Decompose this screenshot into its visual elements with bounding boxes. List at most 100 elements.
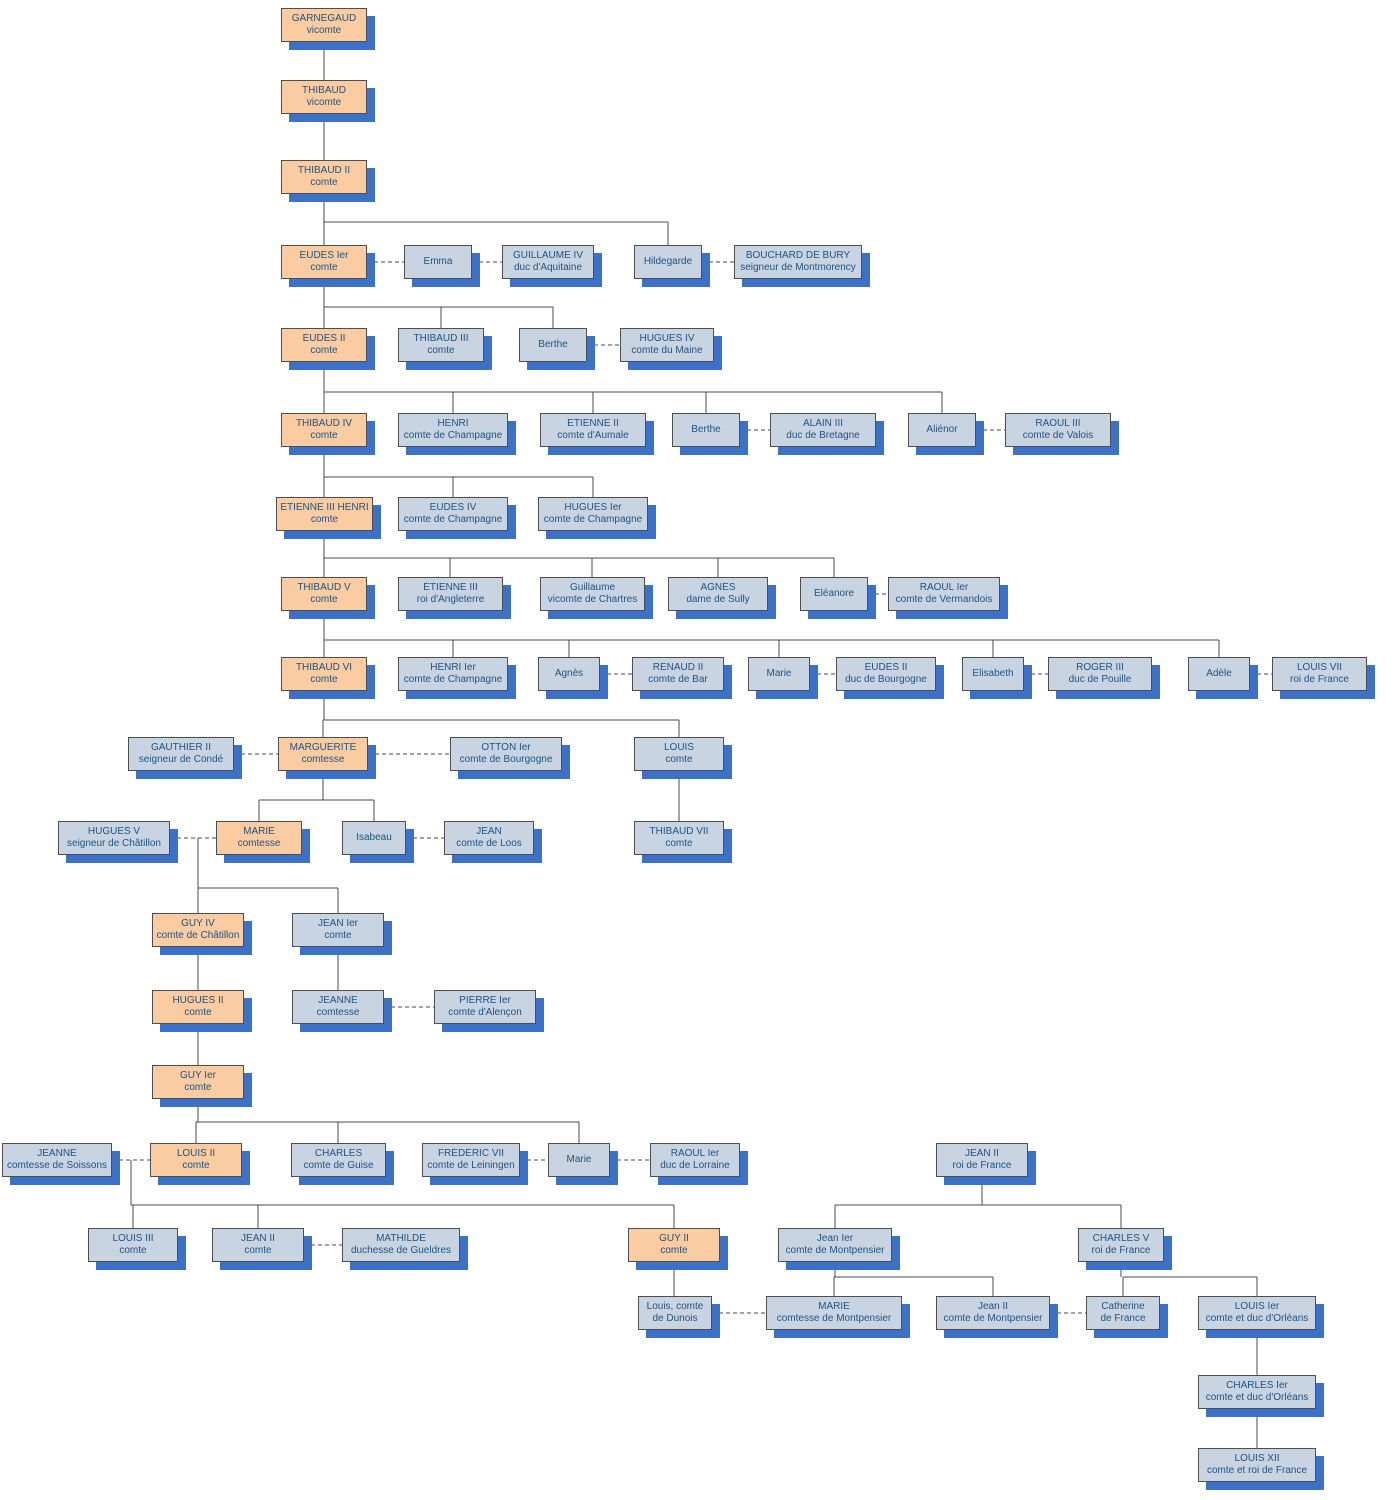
node-charles5[interactable]: CHARLES V roi de France [1078,1228,1164,1262]
node-jeanne-comtesse[interactable]: JEANNE comtesse [292,990,384,1024]
person-title: comte de Bar [648,674,708,685]
node-renaud2[interactable]: RENAUD II comte de Bar [632,657,724,691]
node-eudes2-bourgogne[interactable]: EUDES II duc de Bourgogne [836,657,936,691]
node-thibaud6[interactable]: THIBAUD VI comte [281,657,367,691]
node-jean-loos[interactable]: JEAN comte de Loos [444,821,534,855]
node-hildegarde[interactable]: Hildegarde [634,245,702,279]
node-louis-dunois[interactable]: Louis, comte de Dunois [638,1296,712,1330]
node-raoul1-vermandois[interactable]: RAOUL Ier comte de Vermandois [888,577,1000,611]
person-title: comte de Leiningen [427,1160,515,1171]
node-louis1-orleans[interactable]: LOUIS Ier comte et duc d'Orléans [1198,1296,1316,1330]
person-name: GUY II [659,1233,689,1244]
node-mathilde[interactable]: MATHILDE duchesse de Gueldres [342,1228,460,1262]
node-marie-comtesse[interactable]: MARIE comtesse [216,821,302,855]
node-eudes1[interactable]: EUDES Ier comte [281,245,367,279]
node-marie-montpensier[interactable]: MARIE comtesse de Montpensier [766,1296,902,1330]
person-name: EUDES Ier [299,250,349,261]
node-eudes2[interactable]: EUDES II comte [281,328,367,362]
node-hugues2[interactable]: HUGUES II comte [152,990,244,1024]
node-adele[interactable]: Adèle [1188,657,1250,691]
person-title: comte [324,930,352,941]
node-etienne3[interactable]: ÉTIENNE III roi d'Angleterre [398,577,503,611]
person-title: comte de Bourgogne [459,754,553,765]
node-louis2[interactable]: LOUIS II comte [150,1143,242,1177]
node-guy1[interactable]: GUY Ier comte [152,1065,244,1099]
person-name: ÉTIENNE III [423,582,478,593]
person-title: comte de Champagne [403,514,503,525]
node-raoul1-lorraine[interactable]: RAOUL Ier duc de Lorraine [650,1143,740,1177]
node-jean2-france[interactable]: JEAN II roi de France [936,1143,1028,1177]
node-roger3[interactable]: ROGER III duc de Pouille [1048,657,1152,691]
node-etienne2[interactable]: ETIENNE II comte d'Aumale [540,413,646,447]
node-eleanore[interactable]: Eléanore [800,577,868,611]
node-marguerite[interactable]: MARGUERITE comtesse [278,737,368,771]
node-thibaud3[interactable]: THIBAUD III comte [398,328,484,362]
node-berthe1[interactable]: Berthe [519,328,587,362]
node-louis3[interactable]: LOUIS III comte [88,1228,178,1262]
node-henri[interactable]: HENRI comte de Champagne [398,413,508,447]
node-guy2[interactable]: GUY II comte [628,1228,720,1262]
node-elisabeth[interactable]: Elisabeth [962,657,1024,691]
node-pierre1[interactable]: PIERRE Ier comte d'Alençon [434,990,536,1024]
node-jeanne-soissons[interactable]: JEANNE comtesse de Soissons [2,1143,112,1177]
node-agnes-sully[interactable]: AGNÈS dame de Sully [668,577,768,611]
node-alain3[interactable]: ALAIN III duc de Bretagne [770,413,876,447]
node-jean1-comte[interactable]: JEAN Ier comte [292,913,384,947]
node-etienne3henri[interactable]: ETIENNE III HENRI comte [276,497,373,531]
node-gauthier2[interactable]: GAUTHIER II seigneur de Condé [128,737,234,771]
node-isabeau[interactable]: Isabeau [342,821,406,855]
node-hugues5[interactable]: HUGUES V seigneur de Châtillon [58,821,170,855]
person-title: comte de Guise [303,1160,374,1171]
node-eudes4[interactable]: EUDES IV comte de Champagne [398,497,508,531]
node-bouchard[interactable]: BOUCHARD DE BURY seigneur de Montmorency [734,245,862,279]
node-marie1[interactable]: Marie [748,657,810,691]
node-thibaud[interactable]: THIBAUD vicomte [281,80,367,114]
person-title: duc de Lorraine [660,1160,730,1171]
person-name: THIBAUD V [297,582,351,593]
node-jean2-montpensier[interactable]: Jean II comte de Montpensier [936,1296,1050,1330]
node-raoul3[interactable]: RAOUL III comte de Valois [1005,413,1111,447]
node-alienor[interactable]: Aliénor [908,413,976,447]
node-guy4[interactable]: GUY IV comte de Châtillon [152,913,244,947]
node-guillaume4[interactable]: GUILLAUME IV duc d'Aquitaine [502,245,594,279]
person-name: Hildegarde [643,256,693,267]
person-title: comte [310,674,338,685]
node-thibaud4[interactable]: THIBAUD IV comte [281,413,367,447]
node-hugues1[interactable]: HUGUES Ier comte de Champagne [538,497,648,531]
node-agnes[interactable]: Agnès [538,657,600,691]
person-name: FRÉDÉRIC VII [437,1148,505,1159]
node-marie2[interactable]: Marie [548,1143,610,1177]
person-name: ROGER III [1076,662,1124,673]
person-title: roi de France [1091,1245,1151,1256]
node-frederic7[interactable]: FRÉDÉRIC VII comte de Leiningen [422,1143,520,1177]
node-henri1[interactable]: HENRI Ier comte de Champagne [398,657,508,691]
node-emma[interactable]: Emma [404,245,472,279]
node-louis7[interactable]: LOUIS VII roi de France [1272,657,1367,691]
node-guillaume[interactable]: Guillaume vicomte de Chartres [540,577,645,611]
node-otton1[interactable]: OTTON Ier comte de Bourgogne [450,737,562,771]
person-name: Eléanore [813,588,855,599]
node-louis-comte[interactable]: LOUIS comte [634,737,724,771]
person-title: comte d'Aumale [557,430,629,441]
node-thibaud5[interactable]: THIBAUD V comte [281,577,367,611]
node-louis12[interactable]: LOUIS XII comte et roi de France [1198,1448,1316,1482]
node-garnegaud[interactable]: GARNEGAUD vicomte [281,8,367,42]
person-title: seigneur de Montmorency [740,262,856,273]
node-thibaud2[interactable]: THIBAUD II comte [281,160,367,194]
node-charles1-orleans[interactable]: CHARLES Ier comte et duc d'Orléans [1198,1375,1316,1409]
node-jean1-montpensier[interactable]: Jean Ier comte de Montpensier [778,1228,892,1262]
person-title: comte [182,1160,210,1171]
node-berthe2[interactable]: Berthe [672,413,740,447]
person-title: comtesse de Soissons [6,1160,108,1171]
person-title: duchesse de Gueldres [350,1245,452,1256]
node-jean2-comte[interactable]: JEAN II comte [212,1228,304,1262]
person-name: LOUIS Ier [1234,1301,1280,1312]
node-charles-guise[interactable]: CHARLES comte de Guise [291,1143,386,1177]
node-thibaud7[interactable]: THIBAUD VII comte [634,821,724,855]
person-title: comte d'Alençon [448,1007,522,1018]
node-catherine[interactable]: Catherine de France [1086,1296,1160,1330]
node-hugues4[interactable]: HUGUES IV comte du Maine [620,328,714,362]
person-name: JEAN II [241,1233,275,1244]
person-name: Guillaume [569,582,616,593]
person-name: JEAN Ier [317,918,358,929]
